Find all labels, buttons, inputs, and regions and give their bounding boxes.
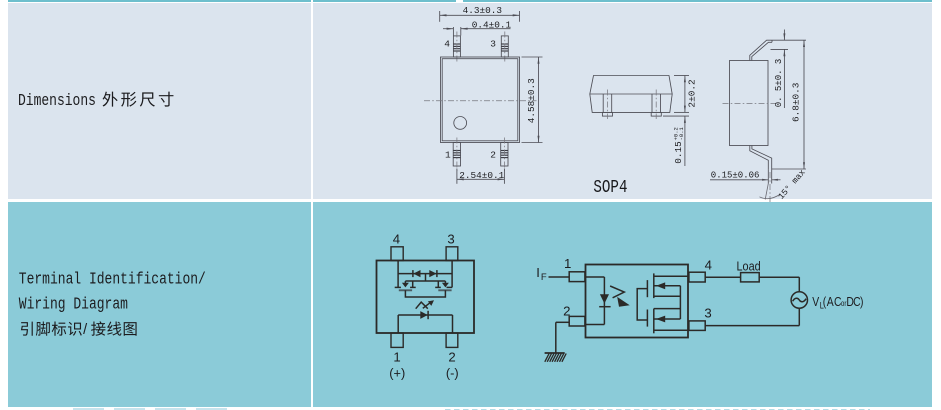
svg-text:or: or bbox=[841, 300, 847, 308]
svg-text:(+): (+) bbox=[389, 365, 405, 380]
svg-text:2: 2 bbox=[448, 349, 455, 364]
svg-text:-0.1: -0.1 bbox=[678, 126, 685, 140]
svg-text:15° max: 15° max bbox=[776, 168, 807, 202]
svg-text:4: 4 bbox=[705, 258, 712, 273]
svg-text:2.54±0.1: 2.54±0.1 bbox=[459, 170, 504, 181]
svg-text:2: 2 bbox=[490, 149, 496, 160]
svg-text:2: 2 bbox=[563, 304, 570, 319]
svg-text:0. 5±0. 3: 0. 5±0. 3 bbox=[774, 59, 784, 108]
svg-text:L: L bbox=[820, 300, 824, 311]
svg-text:4: 4 bbox=[444, 39, 450, 50]
svg-text:A: A bbox=[827, 295, 834, 309]
svg-text:Terminal Identification/: Terminal Identification/ bbox=[19, 269, 206, 289]
svg-text:3: 3 bbox=[704, 305, 711, 320]
svg-text:Wiring Diagram: Wiring Diagram bbox=[19, 294, 128, 314]
svg-text:SOP4: SOP4 bbox=[593, 176, 627, 197]
svg-text:3: 3 bbox=[447, 231, 454, 246]
svg-text:I: I bbox=[536, 265, 540, 280]
svg-text:F: F bbox=[541, 272, 547, 283]
svg-text:1: 1 bbox=[445, 149, 451, 160]
svg-text:(-): (-) bbox=[446, 365, 459, 380]
svg-text:D: D bbox=[846, 295, 854, 309]
svg-text:Load: Load bbox=[737, 258, 761, 273]
svg-text:6.8±0.3: 6.8±0.3 bbox=[791, 82, 802, 122]
svg-text:0.15: 0.15 bbox=[673, 141, 684, 164]
svg-text:2±0.2: 2±0.2 bbox=[687, 79, 698, 107]
svg-text:+0.2: +0.2 bbox=[673, 127, 680, 140]
svg-text:/: / bbox=[83, 322, 88, 338]
svg-text:0.15±0.06: 0.15±0.06 bbox=[711, 171, 760, 181]
svg-text:): ) bbox=[860, 295, 864, 309]
svg-text:0.4±0.1: 0.4±0.1 bbox=[472, 19, 512, 30]
svg-text:C: C bbox=[834, 295, 842, 309]
svg-text:Dimensions: Dimensions bbox=[18, 90, 96, 110]
svg-text:1: 1 bbox=[393, 349, 400, 364]
svg-text:V: V bbox=[812, 295, 819, 309]
svg-text:1: 1 bbox=[564, 256, 571, 271]
svg-text:4: 4 bbox=[393, 231, 400, 246]
svg-text:(: ( bbox=[823, 295, 827, 309]
svg-text:4.58±0.3: 4.58±0.3 bbox=[526, 78, 537, 123]
svg-text:4.3±0.3: 4.3±0.3 bbox=[463, 5, 503, 16]
svg-text:3: 3 bbox=[490, 39, 496, 50]
svg-text:C: C bbox=[853, 295, 861, 309]
